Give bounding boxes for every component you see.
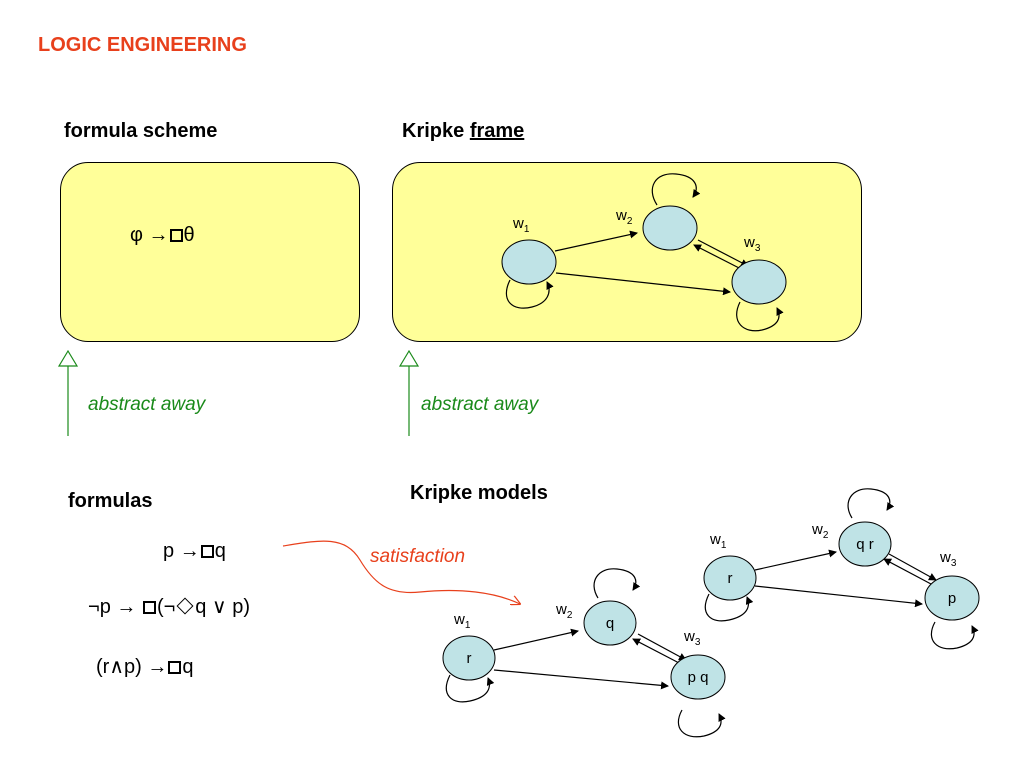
satisfaction-label: satisfaction: [370, 546, 466, 567]
frame-w3-name: w: [743, 234, 755, 251]
m2-w2-name: w: [811, 521, 823, 538]
m1-w2-sub: 2: [567, 610, 573, 621]
frame-w2-sub: 2: [627, 216, 633, 227]
box-modality-icon: [200, 545, 214, 558]
svg-text:w1: w1: [453, 611, 471, 631]
satisfaction-arrow: [282, 540, 520, 604]
formula-1-p: p: [163, 540, 175, 562]
svg-text:w2: w2: [615, 207, 633, 227]
box-modality-icon: [168, 661, 182, 674]
kripke-frame-heading-frame: frame: [469, 120, 525, 142]
implies-arrow: →: [148, 224, 169, 246]
frame-w1-sub: 1: [524, 224, 530, 235]
m2-w1-sub: 1: [721, 540, 727, 551]
abstract-away-label-right: abstract away: [421, 394, 539, 415]
formula-2-close: ): [243, 596, 250, 618]
formula-1: p → q: [163, 540, 226, 563]
page-title: LOGIC ENGINEERING: [38, 34, 247, 56]
m1-w2-name: w: [555, 601, 567, 618]
formula-3-r: r: [102, 656, 110, 678]
abstract-arrow-right: [398, 349, 420, 436]
formula-1-arrow: →: [179, 540, 200, 562]
theta-symbol: θ: [183, 224, 195, 246]
formula-3-open: (: [96, 656, 103, 678]
formula-2: ¬p → (¬q ∨ p): [88, 594, 250, 619]
m2-w3-name: w: [939, 549, 951, 566]
m2-w1-name: w: [709, 531, 721, 548]
frame-world-labels: w1 w2 w3: [512, 207, 761, 254]
frame-w3-sub: 3: [755, 243, 761, 254]
formula-3-and: ∧: [109, 656, 124, 678]
m1-w3-sub: 3: [695, 637, 701, 648]
box-modality-icon: [142, 601, 156, 614]
svg-text:w1: w1: [709, 531, 727, 551]
m2-w3-value: p: [948, 590, 956, 607]
svg-text:w2: w2: [555, 601, 573, 621]
m1-w1-value: r: [467, 650, 472, 667]
svg-text:w3: w3: [743, 234, 761, 254]
m2-w3-sub: 3: [951, 558, 957, 569]
model-1-labels: w1 w2 w3 r q p q: [453, 601, 708, 686]
formula-3: (r∧p) → q: [96, 654, 193, 679]
svg-text:w3: w3: [683, 628, 701, 648]
formula-2-q: q: [195, 596, 207, 618]
formula-1-q: q: [214, 540, 226, 562]
formula-3-q: q: [182, 656, 194, 678]
m1-w3-value: p q: [688, 669, 709, 686]
m2-w1-value: r: [728, 570, 733, 587]
m1-w2-value: q: [606, 615, 614, 632]
frame-w1-name: w: [512, 215, 524, 232]
svg-text:w2: w2: [811, 521, 829, 541]
model-2-labels: w1 w2 w3 r q r p: [709, 521, 957, 607]
kripke-models-heading: Kripke models: [410, 482, 548, 504]
formulas-heading: formulas: [68, 490, 153, 512]
formula-2-neg2: ¬: [163, 596, 176, 618]
model-2-graph: [703, 488, 980, 650]
abstract-arrow-left: [57, 349, 79, 436]
svg-text:w1: w1: [512, 215, 530, 235]
abstract-away-label-left: abstract away: [88, 394, 206, 415]
box-modality-icon: [169, 229, 183, 242]
formula-2-or: ∨: [211, 596, 227, 618]
m1-w1-sub: 1: [465, 620, 471, 631]
frame-w2-name: w: [615, 207, 627, 224]
formula-2-p: p: [99, 596, 111, 618]
formula-2-open: (: [156, 596, 164, 618]
m1-w1-name: w: [453, 611, 465, 628]
m2-w2-value: q r: [856, 536, 874, 553]
formula-scheme-heading: formula scheme: [64, 120, 218, 142]
kripke-frame-heading-prefix: Kripke: [402, 120, 470, 142]
m2-w2-sub: 2: [823, 530, 829, 541]
formula-2-arrow: →: [116, 596, 137, 618]
frame-graph: [501, 173, 787, 332]
model-1-graph: [442, 568, 726, 738]
svg-text:w3: w3: [939, 549, 957, 569]
formula-3-p: p: [123, 656, 136, 678]
formula-scheme-formula: φ → θ: [130, 224, 195, 247]
formula-2-neg: ¬: [88, 596, 100, 618]
kripke-frame-heading: Kripke frame: [402, 120, 524, 143]
m1-w3-name: w: [683, 628, 695, 645]
formula-3-close: ): [135, 656, 142, 678]
formula-3-arrow: →: [147, 656, 168, 678]
formula-2-p2: p: [232, 596, 244, 618]
formula-scheme-box: [60, 162, 360, 342]
phi-symbol: φ: [130, 224, 143, 246]
